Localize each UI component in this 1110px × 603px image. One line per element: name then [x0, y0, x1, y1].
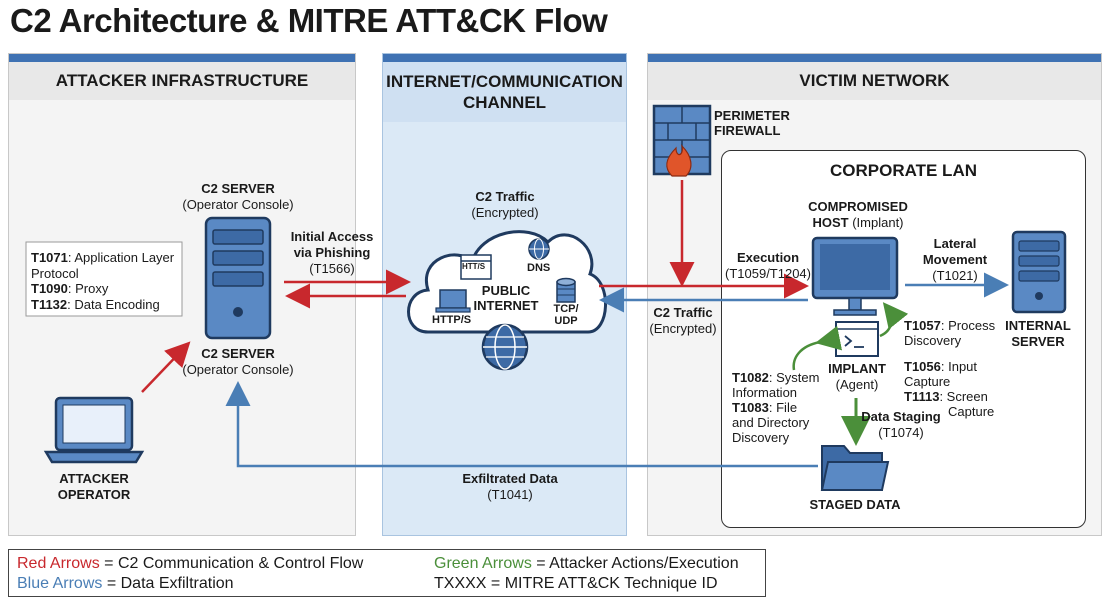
- firewall-icon: [652, 104, 712, 177]
- attacker-technique-list: T1071: Application Layer Protocol T1090:…: [31, 250, 175, 312]
- attacker-panel-title: ATTACKER INFRASTRUCTURE: [9, 62, 355, 100]
- exfil-label: Exfiltrated Data (T1041): [462, 471, 558, 502]
- data-staging-label: Data Staging (T1074): [861, 409, 941, 440]
- legend-txxxx: TXXXX = MITRE ATT&CK Technique ID: [434, 575, 718, 592]
- c2-server-bottom-label: C2 SERVER (Operator Console): [182, 346, 294, 377]
- internal-server-label: INTERNAL SERVER: [1005, 318, 1071, 349]
- c2-server-icon: [204, 216, 272, 340]
- victim-panel-title: VICTIM NETWORK: [648, 62, 1101, 100]
- cloud-tcp-udp: TCP/ UDP: [553, 303, 579, 327]
- attacker-technique-box: [25, 241, 183, 317]
- arrow-operator: [141, 341, 191, 393]
- c2-traffic-label-internet: C2 Traffic (Encrypted): [471, 189, 539, 220]
- page-title: C2 Architecture & MITRE ATT&CK Flow: [10, 2, 608, 39]
- corporate-lan-title: CORPORATE LAN: [829, 161, 977, 180]
- cloud-public-internet: PUBLIC INTERNET: [473, 283, 539, 313]
- legend-green: Green Arrows = Attacker Actions/Executio…: [434, 555, 739, 572]
- arrow-process: [879, 302, 909, 338]
- arrow-recon: [792, 325, 843, 371]
- staged-data-label: STAGED DATA: [809, 497, 901, 512]
- legend-red: Red Arrows = C2 Communication & Control …: [17, 555, 364, 572]
- lateral-movement-label: Lateral Movement (T1021): [922, 236, 988, 283]
- t1056-t1113-label: T1056: Input Capture T1113: Screen Captu…: [904, 359, 995, 419]
- legend-box: Red Arrows = C2 Communication & Control …: [8, 549, 766, 597]
- initial-access-label: Initial Access via Phishing (T1566): [290, 229, 374, 276]
- small-laptop-icon: [435, 289, 471, 313]
- cloud-https-label: HTTP/S: [432, 314, 472, 326]
- cloud-https-top: HTT/S: [462, 262, 486, 271]
- firewall-label: PERIMETER FIREWALL: [714, 108, 790, 138]
- c2-server-top-label: C2 SERVER (Operator Console): [182, 181, 294, 212]
- internet-panel-title-1: INTERNET/COMMUNICATION: [386, 72, 623, 91]
- implant-label: IMPLANT (Agent): [828, 361, 886, 392]
- compromised-host-label: COMPROMISED HOST (Implant): [808, 199, 908, 230]
- execution-label: Execution (T1059/T1204): [725, 250, 811, 281]
- internal-server-icon: [1011, 230, 1067, 314]
- arrow-exfiltration: [225, 381, 818, 468]
- dns-globe-icon: [528, 238, 550, 260]
- laptop-icon: [43, 396, 145, 464]
- monitor-icon: [811, 236, 899, 316]
- folder-icon: [820, 445, 890, 491]
- database-icon: [556, 277, 576, 303]
- legend-blue: Blue Arrows = Data Exfiltration: [17, 575, 234, 592]
- t1057-label: T1057: Process Discovery: [904, 318, 996, 348]
- globe-icon: [481, 323, 529, 371]
- t1082-t1083-label: T1082: System Information T1083: File an…: [732, 370, 820, 445]
- c2-traffic-label-victim: C2 Traffic (Encrypted): [649, 305, 717, 336]
- cloud-dns-label: DNS: [527, 262, 551, 274]
- browser-window-icon: [460, 254, 492, 280]
- terminal-icon: [835, 321, 879, 357]
- attacker-operator-label: ATTACKER OPERATOR: [57, 471, 131, 502]
- internet-panel-title-2: CHANNEL: [462, 93, 547, 112]
